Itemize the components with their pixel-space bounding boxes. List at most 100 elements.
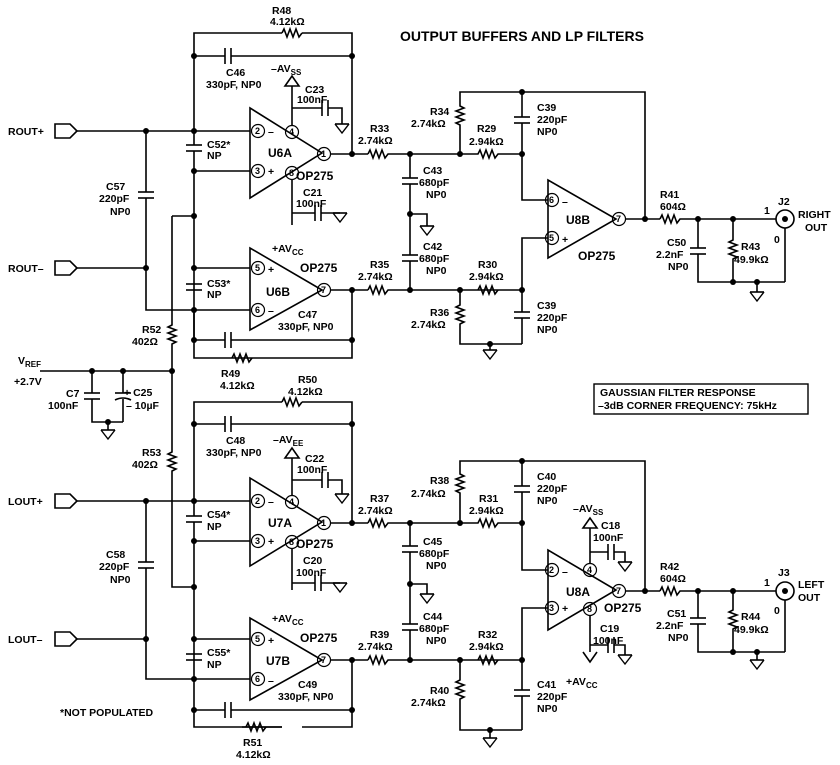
port-rout-minus: ROUT–: [8, 260, 79, 276]
u6b-plus: +: [268, 264, 274, 276]
c43-type: NP0: [426, 189, 447, 201]
r35-name: R35: [370, 259, 389, 271]
u8a-pin3: 3: [549, 603, 554, 613]
c57-name: C57: [106, 181, 125, 193]
c51-type: NP0: [668, 632, 689, 644]
filter-response-line1: GAUSSIAN FILTER RESPONSE: [600, 387, 756, 399]
r53-name: R53: [142, 447, 161, 459]
c47-value: 330pF, NP0: [278, 321, 334, 333]
c18-value: 100nF: [593, 532, 624, 544]
r41-value: 604Ω: [660, 201, 686, 213]
port-label-lout-minus: LOUT–: [8, 634, 43, 646]
u8a-part: OP275: [604, 601, 642, 615]
vref-label: VREF: [18, 355, 41, 369]
c39a-type: NP0: [537, 126, 558, 138]
u8b-minus: –: [562, 196, 568, 208]
u8b-plus: +: [562, 234, 568, 246]
c46-name: C46: [226, 67, 245, 79]
c50-value: 2.2nF: [656, 249, 684, 261]
u8a-triangle: [547, 548, 618, 632]
c45-type: NP0: [426, 560, 447, 572]
r29-value: 2.94kΩ: [469, 136, 504, 148]
c58-value: 220pF: [99, 561, 130, 573]
r36-name: R36: [430, 307, 449, 319]
j2-out-line1: RIGHT: [798, 209, 831, 221]
c54-name: C54*: [207, 509, 231, 521]
c39a-name: C39: [537, 102, 556, 114]
r36-value: 2.74kΩ: [411, 319, 446, 331]
r40-value: 2.74kΩ: [411, 697, 446, 709]
c52-name: C52*: [207, 139, 231, 151]
c58-name: C58: [106, 549, 125, 561]
c44-type: NP0: [426, 635, 447, 647]
u7a-pin2: 2: [255, 496, 260, 506]
r48-name: R48: [272, 5, 291, 17]
c20-name: C20: [303, 555, 322, 567]
r39-value: 2.74kΩ: [358, 641, 393, 653]
r49-name: R49: [221, 368, 240, 380]
u7b-pin5: 5: [255, 634, 260, 644]
u8a-plus: +: [562, 603, 568, 615]
u6b-part: OP275: [300, 261, 338, 275]
c50-type: NP0: [668, 261, 689, 273]
u8a-label: U8A: [566, 585, 590, 599]
r43-name: R43: [741, 241, 760, 253]
r48-value: 4.12kΩ: [270, 16, 305, 28]
u7b-label: U7B: [266, 654, 290, 668]
c40-name: C40: [537, 471, 556, 483]
r44-name: R44: [741, 611, 760, 623]
u6a-minus: –: [268, 126, 274, 138]
avcc-label-u6b: +AVCC: [272, 243, 304, 257]
avee-label: –AVEE: [273, 434, 304, 448]
c40-type: NP0: [537, 495, 558, 507]
c44-value: 680pF: [419, 623, 450, 635]
j3-out-line1: LEFT: [798, 579, 825, 591]
port-rout-plus: ROUT+: [8, 123, 79, 139]
u8b-triangle: [547, 178, 618, 260]
r39-name: R39: [370, 629, 389, 641]
r37-name: R37: [370, 493, 389, 505]
c43-value: 680pF: [419, 177, 450, 189]
c53-value: NP: [207, 289, 222, 301]
c7-value: 100nF: [48, 400, 79, 412]
u6b-label: U6B: [266, 285, 290, 299]
r44-value: 49.9kΩ: [734, 624, 769, 636]
u8b-label: U8B: [566, 213, 590, 227]
c23-value: 100nF: [297, 94, 328, 106]
r42-value: 604Ω: [660, 573, 686, 585]
r30-value: 2.94kΩ: [469, 271, 504, 283]
c39b-type: NP0: [537, 324, 558, 336]
u6b-triangle: [249, 246, 324, 332]
u7b-part: OP275: [300, 631, 338, 645]
c43-name: C43: [423, 165, 442, 177]
u6a-pin8: 8: [289, 168, 294, 178]
c42-type: NP0: [426, 265, 447, 277]
diagram-title: OUTPUT BUFFERS AND LP FILTERS: [400, 28, 644, 44]
u7b-pin7: 7: [321, 655, 326, 665]
u8b-pin6: 6: [549, 195, 554, 205]
u7b-pin6: 6: [255, 674, 260, 684]
c19-name: C19: [600, 623, 619, 635]
r49-value: 4.12kΩ: [220, 380, 255, 392]
vref-voltage: +2.7V: [14, 376, 42, 388]
c41-name: C41: [537, 679, 556, 691]
r38-name: R38: [430, 475, 449, 487]
not-populated-note: *NOT POPULATED: [60, 707, 154, 719]
avcc-label-u7b: +AVCC: [272, 613, 304, 627]
r51-value: 4.12kΩ: [236, 749, 271, 761]
c21-name: C21: [303, 187, 322, 199]
u7b-plus: +: [268, 635, 274, 647]
r50-value: 4.12kΩ: [288, 386, 323, 398]
u7b-triangle: [249, 616, 324, 702]
r52-value: 402Ω: [132, 336, 158, 348]
u7a-part: OP275: [296, 537, 334, 551]
u7a-pin3: 3: [255, 536, 260, 546]
r29-name: R29: [477, 123, 496, 135]
u7a-pin4: 4: [289, 497, 294, 507]
filter-response-line2: –3dB CORNER FREQUENCY: 75kHz: [598, 400, 777, 412]
c48-value: 330pF, NP0: [206, 447, 262, 459]
c58-type: NP0: [110, 574, 131, 586]
r32-name: R32: [478, 629, 497, 641]
port-lout-minus: LOUT–: [8, 631, 79, 647]
